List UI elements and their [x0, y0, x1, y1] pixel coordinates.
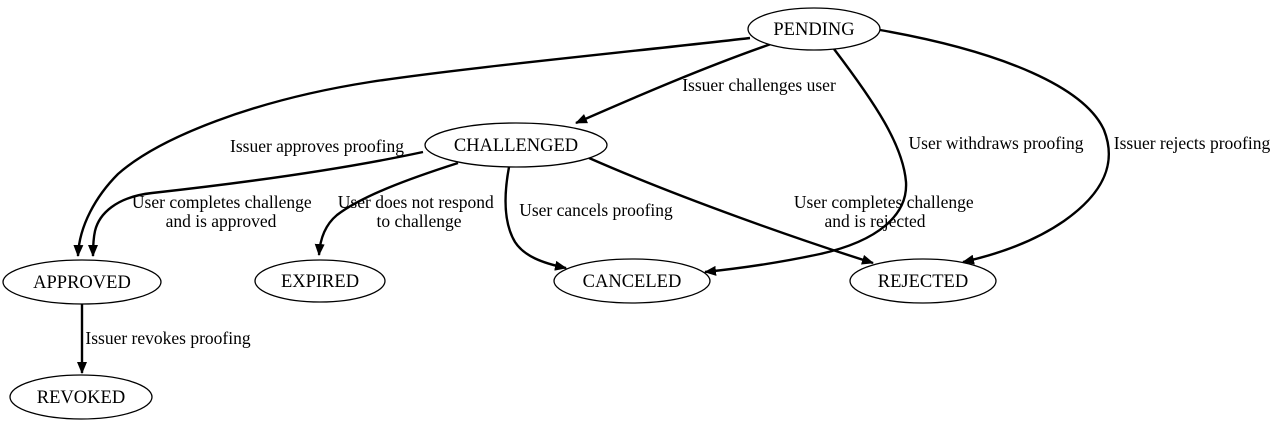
edge-challenged-to-rejected-label-line2: and is rejected [824, 211, 925, 231]
edge-challenged-to-rejected [588, 156, 874, 265]
node-expired: EXPIRED [254, 259, 386, 303]
edge-challenged-to-approved-label-line2: and is approved [166, 211, 277, 231]
revoked-label: REVOKED [37, 388, 125, 408]
node-rejected: REJECTED [849, 258, 997, 304]
edge-pending-to-rejected-label: Issuer rejects proofing [1114, 133, 1271, 153]
rejected-label: REJECTED [878, 272, 968, 292]
challenged-ellipse [424, 122, 608, 168]
edge-pending-to-canceled [704, 48, 908, 276]
edge-pending-to-rejected [879, 28, 1111, 265]
challenged-label: CHALLENGED [454, 136, 578, 156]
edge-challenged-to-approved [88, 150, 424, 257]
edge-challenged-to-expired-label: User does not respond to challenge [338, 192, 498, 231]
edge-challenged-to-approved-label-line1: User completes challenge [132, 192, 312, 212]
canceled-ellipse [553, 258, 711, 304]
edge-challenged-to-expired [314, 161, 459, 256]
edge-pending-to-challenged [575, 42, 772, 125]
node-pending: PENDING [747, 7, 881, 51]
edge-challenged-to-canceled [504, 166, 567, 271]
edge-challenged-to-expired-label-line1: User does not respond [338, 192, 494, 212]
pending-ellipse [747, 7, 881, 51]
pending-label: PENDING [773, 20, 854, 40]
edge-pending-to-canceled-label: User withdraws proofing [909, 133, 1084, 153]
node-canceled: CANCELED [553, 258, 711, 304]
canceled-label: CANCELED [583, 272, 682, 292]
edge-pending-to-approved [73, 36, 751, 257]
edges [73, 28, 1111, 374]
node-challenged: CHALLENGED [424, 122, 608, 168]
edge-challenged-to-rejected-label-line1: User completes challenge [794, 192, 974, 212]
rejected-ellipse [849, 258, 997, 304]
edge-challenged-to-expired-label-line2: to challenge [376, 211, 461, 231]
expired-ellipse [254, 259, 386, 303]
edge-challenged-to-approved-label: User completes challenge and is approved [132, 192, 316, 231]
edge-challenged-to-rejected-label: User completes challenge and is rejected [794, 192, 978, 231]
nodes: PENDING CHALLENGED APPROVED EXPIRED CANC… [2, 7, 997, 420]
edge-approved-to-revoked-label: Issuer revokes proofing [85, 328, 250, 348]
edge-labels: Issuer challenges user Issuer approves p… [85, 75, 1270, 348]
revoked-ellipse [9, 374, 153, 420]
edge-pending-to-challenged-label: Issuer challenges user [682, 75, 836, 95]
node-revoked: REVOKED [9, 374, 153, 420]
expired-label: EXPIRED [281, 272, 359, 292]
node-approved: APPROVED [2, 259, 162, 305]
approved-ellipse [2, 259, 162, 305]
approved-label: APPROVED [33, 273, 131, 293]
edge-challenged-to-canceled-label: User cancels proofing [519, 200, 673, 220]
edge-pending-to-approved-label: Issuer approves proofing [230, 136, 404, 156]
